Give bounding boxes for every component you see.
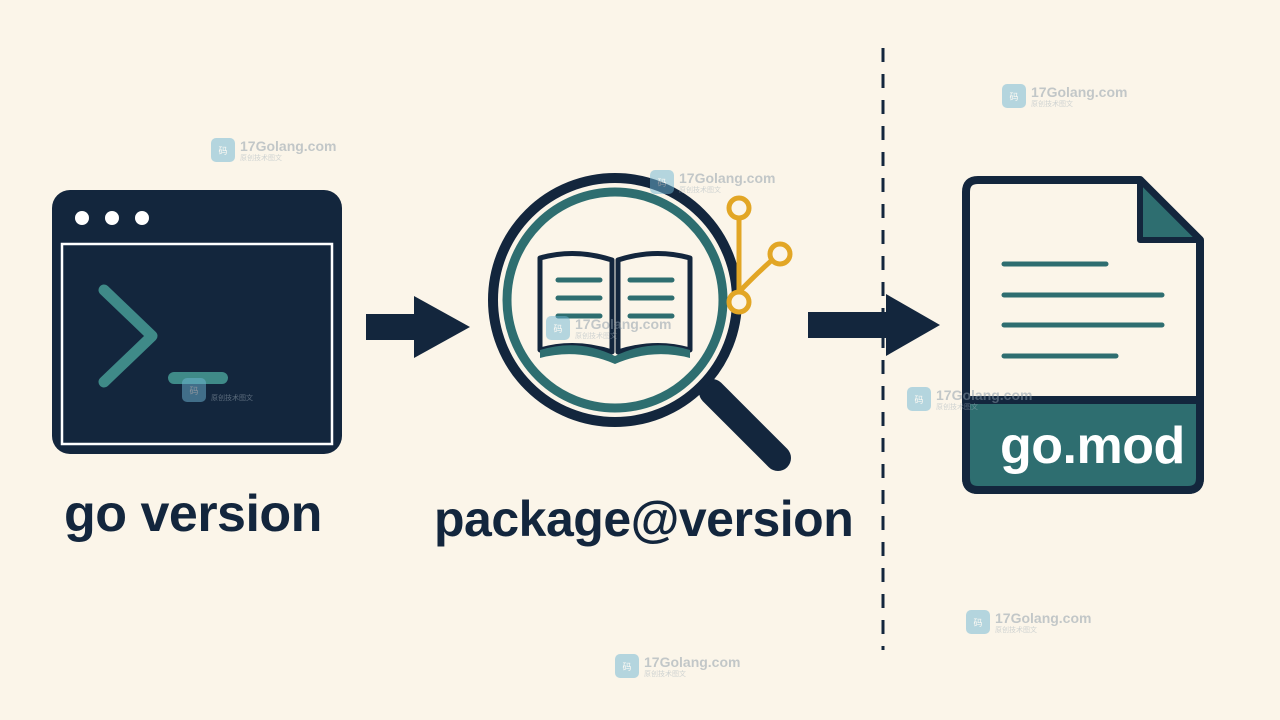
watermark-logo-icon: 码 [907, 387, 931, 411]
step-label-go-version: go version [64, 485, 322, 543]
watermark-domain: 17Golang.com [679, 169, 776, 186]
watermark-domain: 17Golang.com [644, 653, 741, 670]
watermark-logo-icon: 码 [966, 610, 990, 634]
watermark-logo-icon: 码 [546, 316, 570, 340]
arrow-right-icon [808, 294, 940, 356]
watermark-domain: 17Golang.com [1031, 83, 1128, 100]
arrow-right-icon [366, 296, 470, 358]
document-file-icon [962, 176, 1204, 494]
watermark-logo-icon: 码 [615, 654, 639, 678]
watermark-domain: 17Golang.com [575, 315, 672, 332]
watermark-subtitle: 原创技术图文 [211, 393, 253, 402]
git-branch-icon [726, 195, 793, 315]
magnifier-book-icon [488, 173, 791, 471]
watermark-logo-icon: 码 [182, 378, 206, 402]
watermark-subtitle: 原创技术图文 [679, 185, 721, 194]
watermark-subtitle: 原创技术图文 [995, 625, 1037, 634]
watermark-subtitle: 原创技术图文 [240, 153, 282, 162]
watermark-domain: 17Golang.com [995, 609, 1092, 626]
watermark-logo-icon: 码 [211, 138, 235, 162]
watermark-logo-icon: 码 [1002, 84, 1026, 108]
watermark-logo-icon: 码 [650, 170, 674, 194]
terminal-window-icon [52, 190, 342, 454]
watermark-subtitle: 原创技术图文 [936, 402, 978, 411]
watermark-subtitle: 原创技术图文 [1031, 99, 1073, 108]
watermark-subtitle: 原创技术图文 [644, 669, 686, 678]
watermark-domain: 17Golang.com [936, 386, 1033, 403]
step-label-package-version: package@version [434, 491, 854, 547]
watermark-domain: 17Golang.com [240, 137, 337, 154]
file-name-label: go.mod [1000, 417, 1185, 475]
watermark-subtitle: 原创技术图文 [575, 331, 617, 340]
